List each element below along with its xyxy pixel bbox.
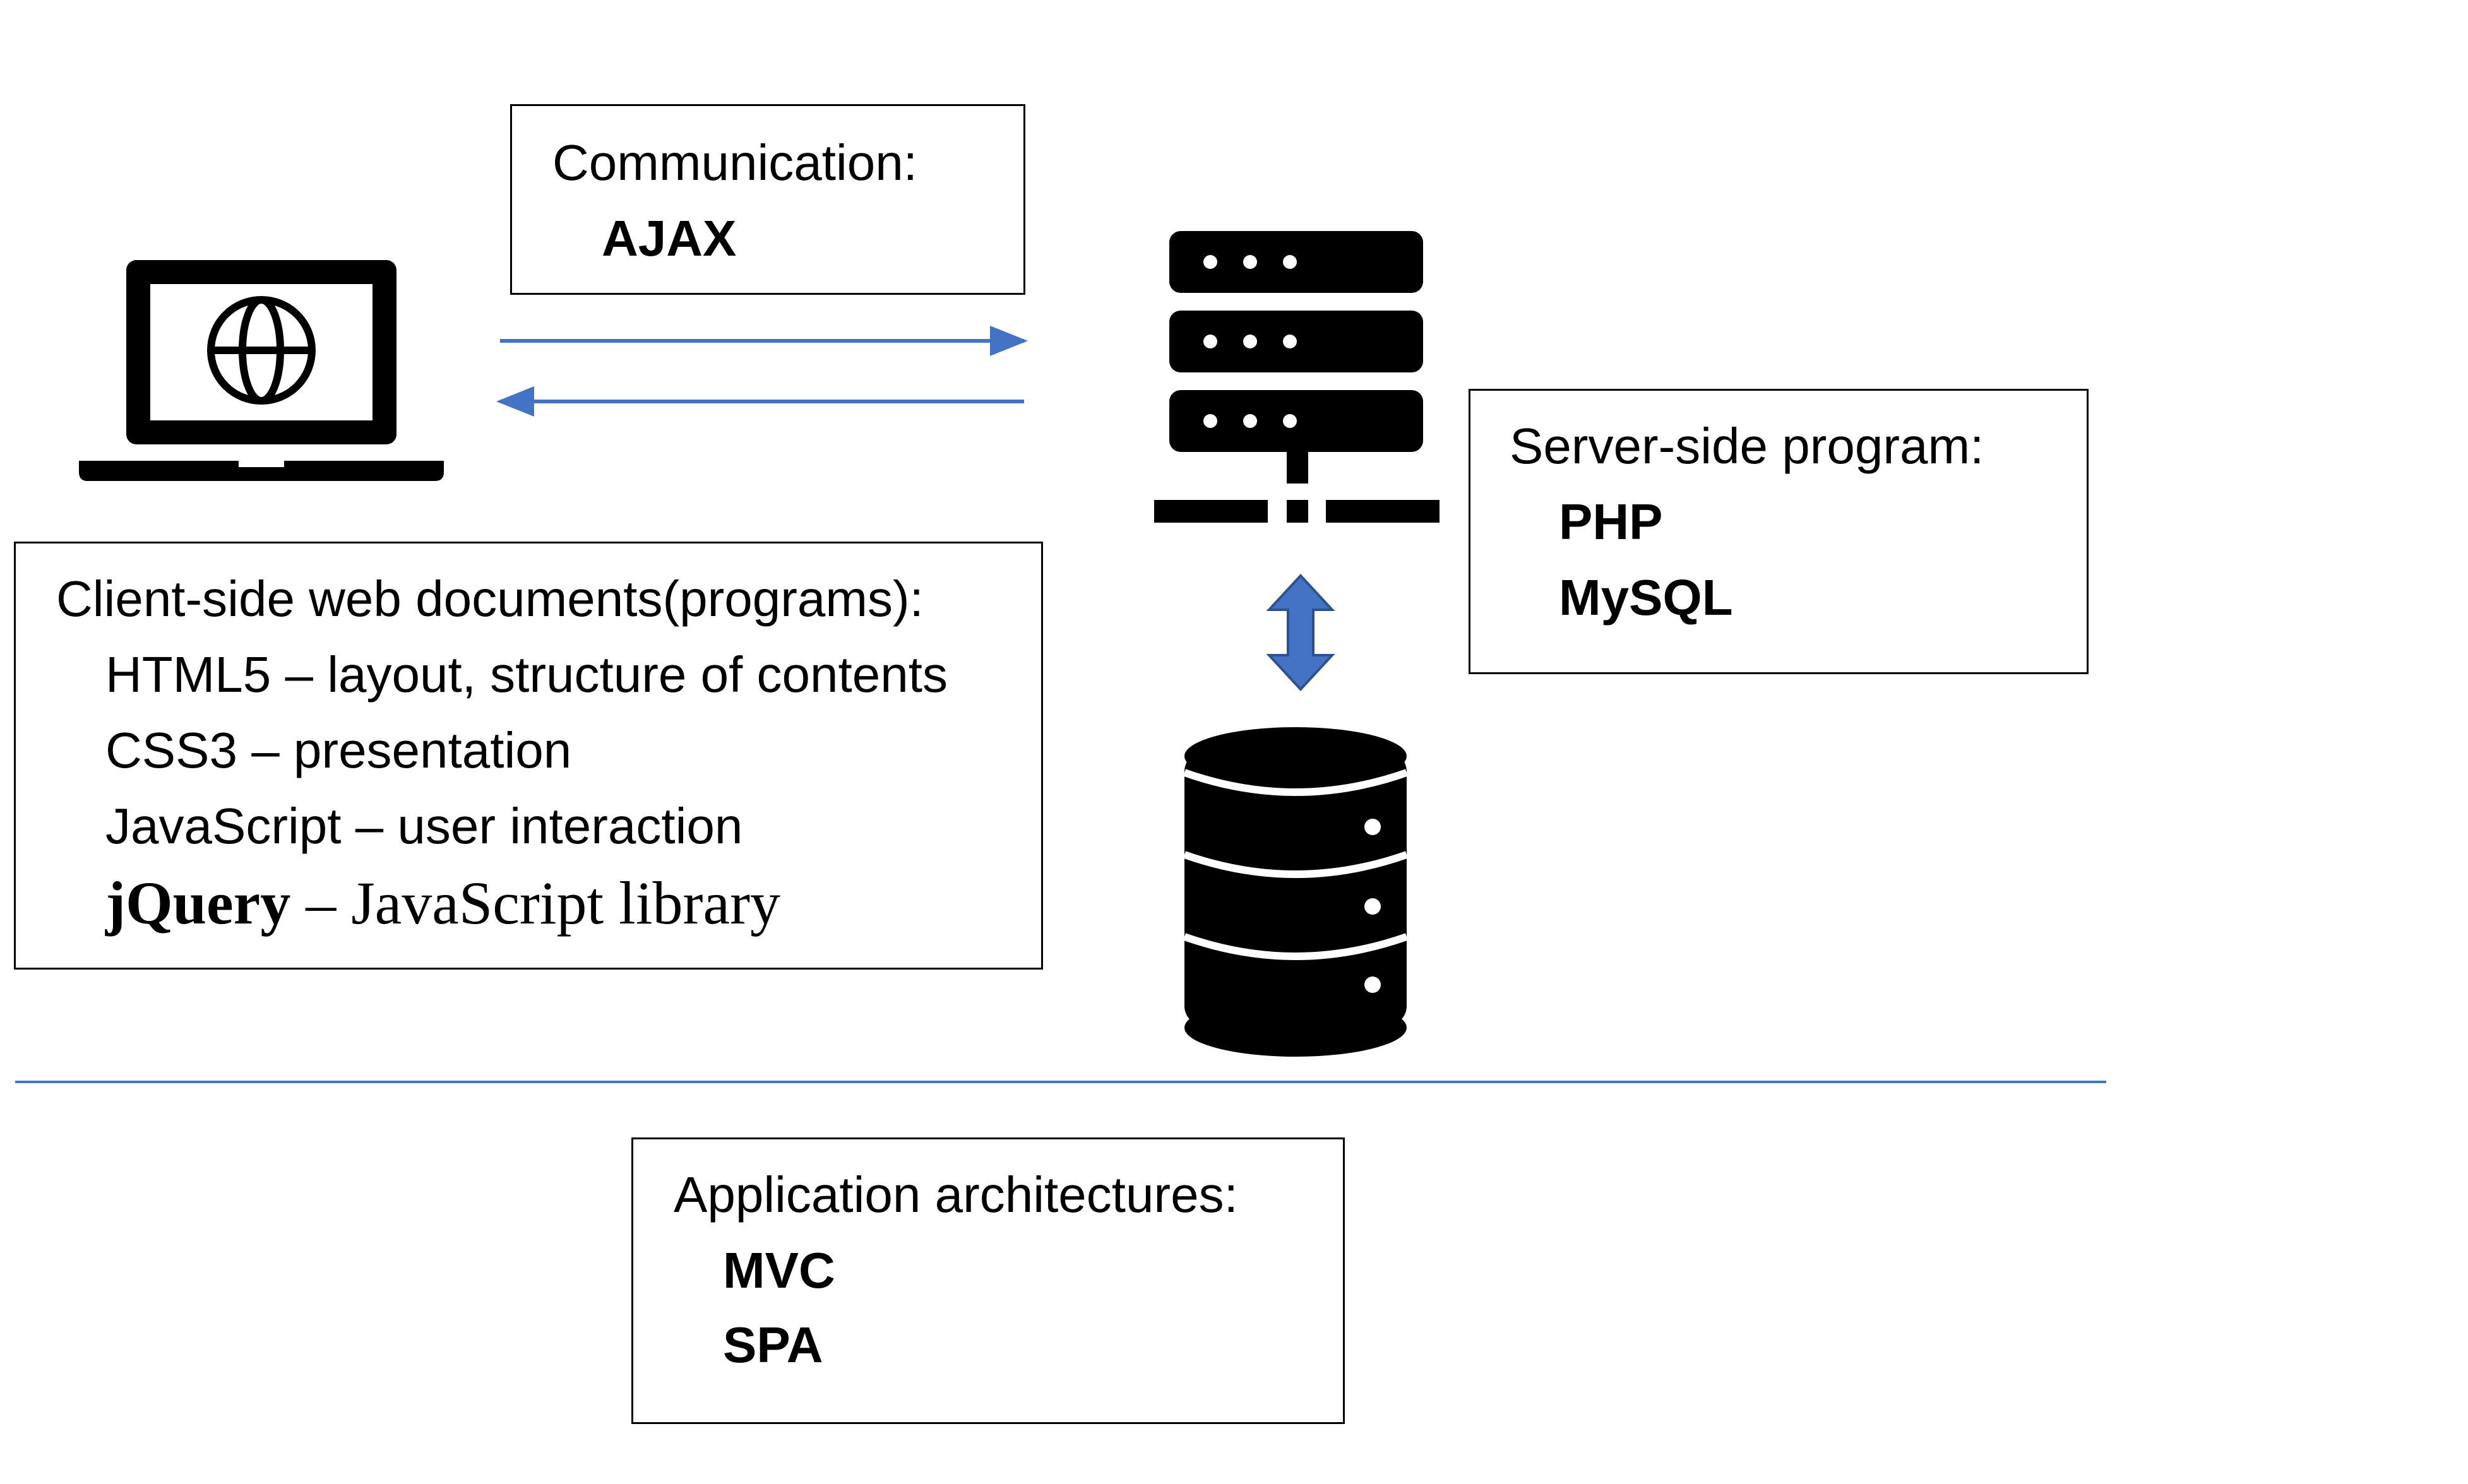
client-line-name: JavaScript (105, 798, 342, 854)
architecture-item-spa: SPA (723, 1317, 823, 1373)
client-side-box: Client-side web documents(programs): HTM… (14, 542, 1043, 970)
client-line-html5: HTML5 – layout, structure of contents (105, 650, 948, 700)
server-icon (1154, 231, 1440, 523)
server-item-mysql: MySQL (1559, 569, 1733, 626)
server-item-php: PHP (1559, 494, 1663, 550)
client-line-javascript: JavaScript – user interaction (105, 801, 742, 852)
architecture-item-mvc: MVC (723, 1242, 835, 1298)
double-arrow-icon (1266, 574, 1335, 691)
communication-arrows (496, 326, 1028, 417)
client-line-name: HTML5 (105, 646, 271, 703)
client-line-jquery: jQuery – JavaScript library (105, 873, 780, 934)
client-line-desc: – presentation (237, 722, 572, 778)
architecture-heading: Application architectures: (674, 1166, 1238, 1223)
architecture-box: Application architectures: MVC SPA (631, 1137, 1345, 1424)
server-heading: Server-side program: (1510, 418, 1984, 474)
client-heading: Client-side web documents(programs): (56, 571, 924, 627)
communication-box: Communication: AJAX (510, 104, 1025, 295)
client-line-css3: CSS3 – presentation (105, 725, 571, 776)
client-line-desc: – user interaction (341, 798, 743, 854)
server-side-box: Server-side program: PHP MySQL (1469, 389, 2089, 674)
client-line-desc: – layout, structure of contents (271, 646, 948, 703)
client-line-name: jQuery (105, 869, 291, 937)
laptop-globe-icon (79, 260, 444, 481)
client-line-desc: – JavaScript library (290, 869, 781, 937)
database-icon (1183, 727, 1408, 1057)
client-line-name: CSS3 (105, 722, 237, 778)
communication-item-ajax: AJAX (602, 210, 737, 266)
communication-heading: Communication: (552, 134, 918, 191)
